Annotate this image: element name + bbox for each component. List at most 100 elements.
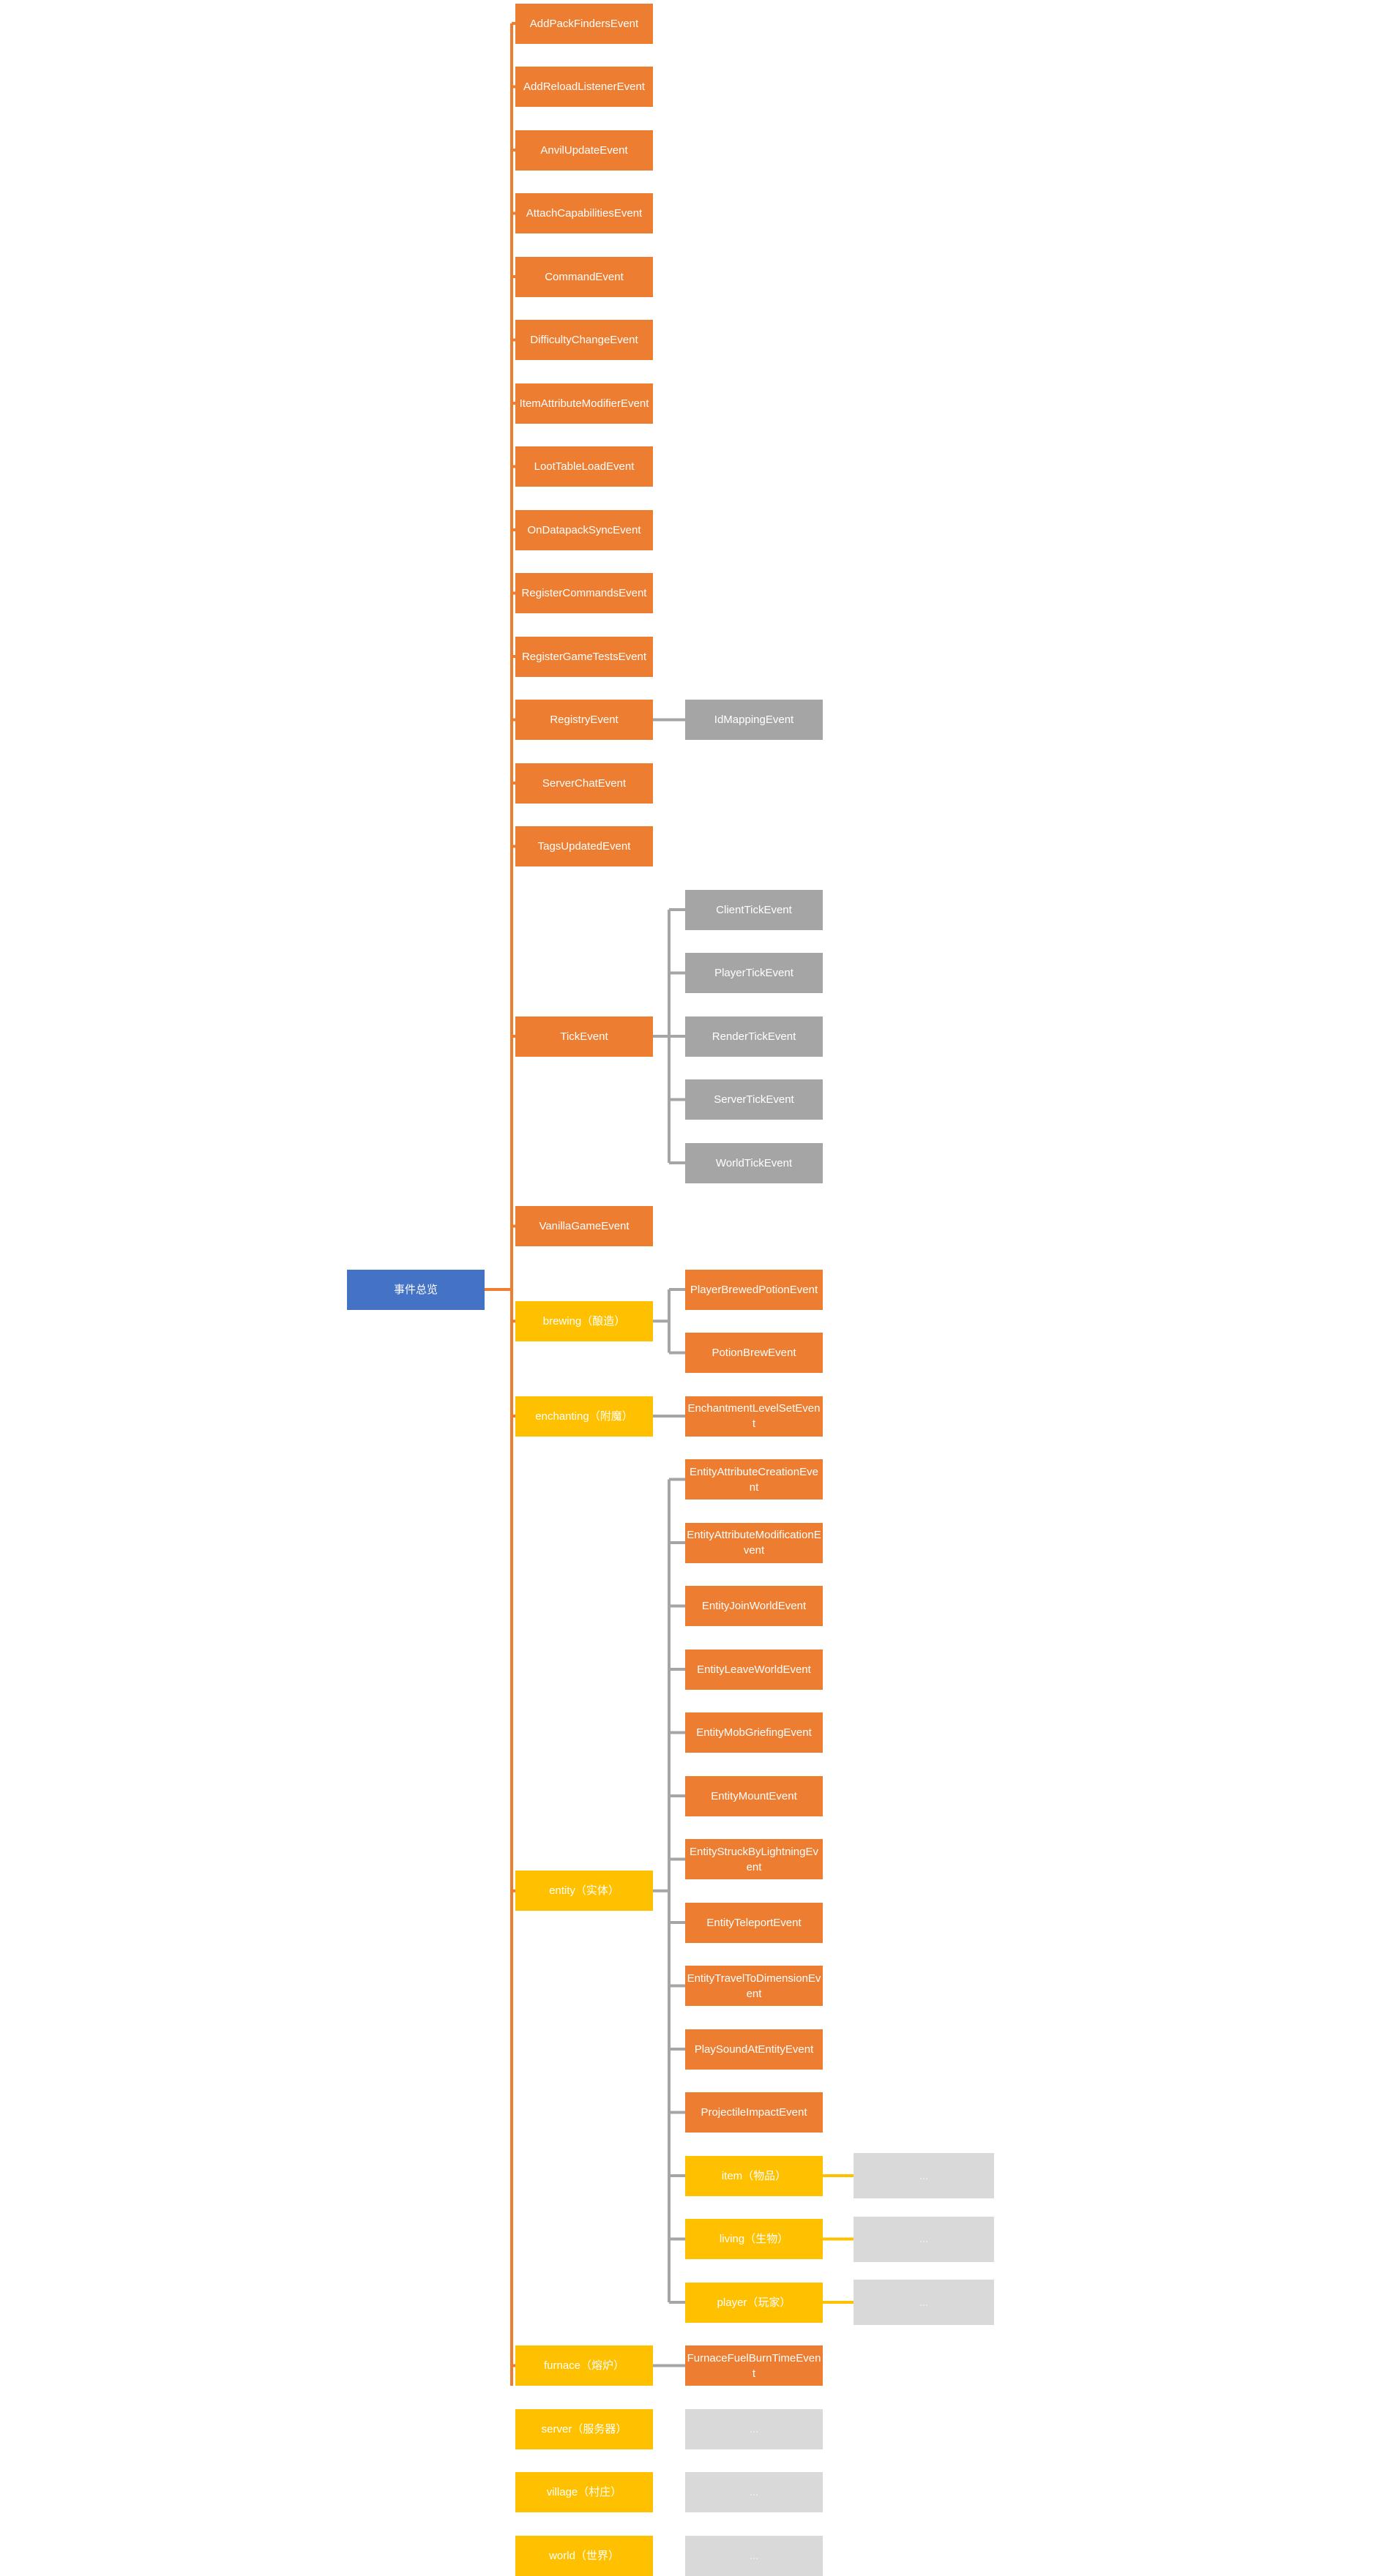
event-node-attachcapabilitiesevent[interactable]: AttachCapabilitiesEvent — [515, 193, 653, 233]
category-node-enchanting[interactable]: enchanting（附魔） — [515, 1396, 653, 1437]
placeholder-node-ellipsis[interactable]: ... — [685, 2408, 823, 2449]
node-label: AttachCapabilitiesEvent — [526, 207, 643, 220]
event-node-entityteleportevent[interactable]: EntityTeleportEvent — [685, 1902, 823, 1943]
node-label: EntityMountEvent — [711, 1789, 797, 1802]
event-node-entitymobgriefingevent[interactable]: EntityMobGriefingEvent — [685, 1712, 823, 1753]
event-node-difficultychangeevent[interactable]: DifficultyChangeEvent — [515, 320, 653, 360]
event-node-ondatapacksyncevent[interactable]: OnDatapackSyncEvent — [515, 509, 653, 550]
node-label: player（玩家） — [717, 2296, 791, 2309]
event-node-entityjoinworldevent[interactable]: EntityJoinWorldEvent — [685, 1586, 823, 1626]
event-node-entitytraveltodimensionevent[interactable]: EntityTravelToDimensionEvent — [685, 1966, 823, 2006]
node-label: FurnaceFuelBurnTimeEvent — [687, 2351, 821, 2380]
placeholder-node-ellipsis[interactable]: ... — [854, 2280, 994, 2325]
event-node-playsoundatentityevent[interactable]: PlaySoundAtEntityEvent — [685, 2029, 823, 2070]
node-label: world（世界） — [549, 2549, 619, 2562]
node-label: DifficultyChangeEvent — [530, 334, 638, 346]
event-node-serverchatevent[interactable]: ServerChatEvent — [515, 763, 653, 804]
node-label: RegistryEvent — [550, 714, 619, 726]
node-label: AddPackFindersEvent — [529, 17, 639, 30]
placeholder-node-ellipsis[interactable]: ... — [685, 2472, 823, 2512]
node-label: ProjectileImpactEvent — [701, 2106, 807, 2119]
event-node-playerbrewedpotionevent[interactable]: PlayerBrewedPotionEvent — [685, 1269, 823, 1310]
node-label: EntityStruckByLightningEvent — [690, 1845, 818, 1873]
node-label: LootTableLoadEvent — [534, 460, 635, 473]
event-node-tickevent[interactable]: TickEvent — [515, 1016, 653, 1057]
node-label: server（服务器） — [541, 2422, 627, 2435]
event-node-addreloadlistenerevent[interactable]: AddReloadListenerEvent — [515, 67, 653, 107]
node-label: ... — [749, 2486, 759, 2498]
event-node-registercommandsevent[interactable]: RegisterCommandsEvent — [515, 573, 653, 613]
event-node-addpackfindersevent[interactable]: AddPackFindersEvent — [515, 3, 653, 44]
placeholder-node-ellipsis[interactable]: ... — [685, 2535, 823, 2576]
event-node-commandevent[interactable]: CommandEvent — [515, 256, 653, 297]
category-node-item[interactable]: item（物品） — [685, 2155, 823, 2196]
subclass-node-rendertickevent[interactable]: RenderTickEvent — [685, 1016, 823, 1057]
node-label: 事件总览 — [393, 1283, 438, 1296]
root-node-ellipsis[interactable]: 事件总览 — [347, 1269, 485, 1310]
node-label: ... — [919, 2169, 929, 2182]
node-label: ServerChatEvent — [542, 776, 627, 790]
subclass-node-idmappingevent[interactable]: IdMappingEvent — [685, 700, 823, 740]
node-label: village（村庄） — [546, 2486, 622, 2498]
node-label: brewing（酿造） — [542, 1314, 626, 1328]
category-node-server[interactable]: server（服务器） — [515, 2408, 653, 2449]
placeholder-node-ellipsis[interactable]: ... — [854, 2216, 994, 2262]
node-label: IdMappingEvent — [714, 714, 794, 726]
connector-lines — [485, 22, 854, 2386]
category-node-player[interactable]: player（玩家） — [685, 2282, 823, 2323]
event-node-registergametestsevent[interactable]: RegisterGameTestsEvent — [515, 636, 653, 677]
event-node-projectileimpactevent[interactable]: ProjectileImpactEvent — [685, 2092, 823, 2133]
node-label: EntityAttributeCreationEvent — [690, 1465, 818, 1494]
category-node-entity[interactable]: entity（实体） — [515, 1871, 653, 1912]
node-label: RegisterCommandsEvent — [521, 587, 647, 599]
node-label: ... — [919, 2233, 929, 2245]
category-node-furnace[interactable]: furnace（熔炉） — [515, 2345, 653, 2386]
node-label: ... — [749, 2549, 759, 2562]
subclass-node-playertickevent[interactable]: PlayerTickEvent — [685, 953, 823, 993]
event-node-entityattributecreationevent[interactable]: EntityAttributeCreationEvent — [685, 1459, 823, 1499]
node-label: EntityLeaveWorldEvent — [697, 1663, 811, 1676]
node-label: PotionBrewEvent — [712, 1347, 796, 1359]
event-node-vanillagameevent[interactable]: VanillaGameEvent — [515, 1206, 653, 1246]
subclass-node-clienttickevent[interactable]: ClientTickEvent — [685, 889, 823, 930]
event-node-loottableloadevent[interactable]: LootTableLoadEvent — [515, 446, 653, 487]
node-label: PlayerTickEvent — [714, 967, 793, 979]
node-label: WorldTickEvent — [715, 1156, 793, 1169]
category-node-world[interactable]: world（世界） — [515, 2535, 653, 2576]
event-node-entitymountevent[interactable]: EntityMountEvent — [685, 1775, 823, 1816]
node-label: enchanting（附魔） — [535, 1409, 633, 1423]
event-node-entityleaveworldevent[interactable]: EntityLeaveWorldEvent — [685, 1649, 823, 1690]
node-label: furnace（熔炉） — [543, 2359, 625, 2372]
node-label: ItemAttributeModifierEvent — [519, 397, 649, 410]
event-node-entitystruckbylightningevent[interactable]: EntityStruckByLightningEvent — [685, 1839, 823, 1879]
category-node-village[interactable]: village（村庄） — [515, 2472, 653, 2512]
node-label: ServerTickEvent — [714, 1093, 794, 1106]
event-node-entityattributemodificationevent[interactable]: EntityAttributeModificationEvent — [685, 1522, 823, 1563]
event-node-potionbrewevent[interactable]: PotionBrewEvent — [685, 1333, 823, 1373]
node-label: TagsUpdatedEvent — [537, 840, 631, 853]
node-label: ... — [919, 2296, 929, 2309]
event-node-anvilupdateevent[interactable]: AnvilUpdateEvent — [515, 130, 653, 171]
event-node-itemattributemodifierevent[interactable]: ItemAttributeModifierEvent — [515, 383, 653, 424]
node-label: EnchantmentLevelSetEvent — [687, 1402, 821, 1430]
node-label: AddReloadListenerEvent — [523, 80, 645, 93]
node-label: EntityMobGriefingEvent — [696, 1726, 812, 1739]
event-node-furnacefuelburntimeevent[interactable]: FurnaceFuelBurnTimeEvent — [685, 2345, 823, 2386]
node-label: EntityAttributeModificationEvent — [687, 1529, 821, 1557]
event-node-registryevent[interactable]: RegistryEvent — [515, 700, 653, 740]
node-label: RenderTickEvent — [712, 1030, 796, 1043]
node-label: PlaySoundAtEntityEvent — [694, 2043, 814, 2056]
node-label: CommandEvent — [545, 270, 624, 283]
subclass-node-worldtickevent[interactable]: WorldTickEvent — [685, 1142, 823, 1183]
node-label: living（生物） — [719, 2233, 789, 2245]
category-node-brewing[interactable]: brewing（酿造） — [515, 1300, 653, 1341]
category-node-living[interactable]: living（生物） — [685, 2219, 823, 2259]
event-node-tagsupdatedevent[interactable]: TagsUpdatedEvent — [515, 826, 653, 866]
event-node-enchantmentlevelsetevent[interactable]: EnchantmentLevelSetEvent — [685, 1396, 823, 1437]
node-label: AnvilUpdateEvent — [540, 143, 628, 157]
node-label: ... — [749, 2422, 759, 2435]
subclass-node-servertickevent[interactable]: ServerTickEvent — [685, 1079, 823, 1120]
node-label: RegisterGameTestsEvent — [521, 650, 647, 663]
placeholder-node-ellipsis[interactable]: ... — [854, 2153, 994, 2198]
